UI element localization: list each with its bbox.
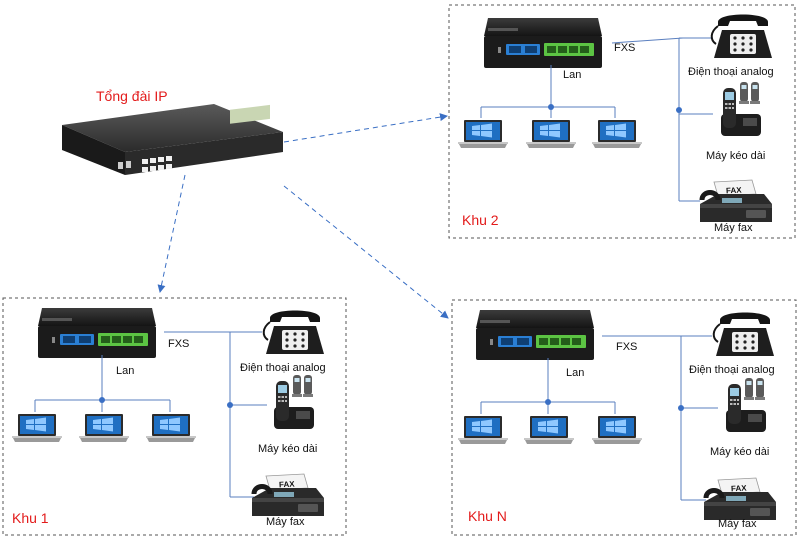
khu-n-laptop-2-icon xyxy=(524,416,574,444)
khu-n-name: Khu N xyxy=(468,508,507,524)
khu-1-fax-machine-icon: FAX xyxy=(252,474,324,516)
khu-n-fxs-label: FXS xyxy=(616,341,638,353)
khu-2-cordless-phone-icon xyxy=(721,82,761,136)
khu-n-analog-phone-icon xyxy=(712,311,775,357)
zone-2-border xyxy=(448,4,796,239)
pbx-title: Tổng đài IP xyxy=(96,88,168,104)
khu-1-fax-machine-label: Máy fax xyxy=(266,516,305,528)
khu-1-analog-phone-icon xyxy=(262,309,325,355)
khu-2-fax-label: FAX xyxy=(726,186,743,196)
khu-n-fax-machine-icon: FAX xyxy=(704,478,776,520)
khu-2-analog-phone-label: Điện thoại analog xyxy=(688,66,774,78)
khu-2-cordless-phone-label: Máy kéo dài xyxy=(706,150,766,162)
khu-1-laptop-2-icon xyxy=(79,414,129,442)
khu-1-fax-label: FAX xyxy=(279,480,296,490)
khu-2-gateway-icon xyxy=(484,18,602,68)
khu-n-analog-phone-label: Điện thoại analog xyxy=(689,364,775,376)
khu-2-laptop-3-icon xyxy=(592,120,642,148)
khu-n-fax-label: FAX xyxy=(731,484,748,494)
khu-1-cordless-phone-label: Máy kéo dài xyxy=(258,443,318,455)
khu-2-fax-machine-label: Máy fax xyxy=(714,222,753,234)
khu-2-laptop-2-icon xyxy=(526,120,576,148)
khu-1-lan-label: Lan xyxy=(116,365,135,377)
khu-2-fxs-label: FXS xyxy=(614,42,636,54)
khu-1-fxs-label: FXS xyxy=(168,338,190,350)
khu-n-laptop-1-icon xyxy=(458,416,508,444)
khu-n-laptop-3-icon xyxy=(592,416,642,444)
khu-1-name: Khu 1 xyxy=(12,510,49,526)
khu-1-cordless-phone-icon xyxy=(274,375,314,429)
khu-2-lan-label: Lan xyxy=(563,69,582,81)
ip-pbx-icon xyxy=(62,104,283,175)
khu-2-fax-machine-icon: FAX xyxy=(700,180,772,222)
khu-2-name: Khu 2 xyxy=(462,212,499,228)
zone-n-border xyxy=(451,299,797,536)
khu-1-laptop-1-icon xyxy=(12,414,62,442)
khu-n-cordless-phone-label: Máy kéo dài xyxy=(710,446,770,458)
link-to-khu-n xyxy=(283,185,449,319)
link-to-khu-1 xyxy=(157,174,186,293)
khu-n-fax-machine-label: Máy fax xyxy=(718,518,757,530)
khu-n-lan-label: Lan xyxy=(566,367,585,379)
khu-2-laptop-1-icon xyxy=(458,120,508,148)
khu-1-gateway-icon xyxy=(38,308,156,358)
khu-2-analog-phone-icon xyxy=(710,13,773,59)
khu-1-laptop-3-icon xyxy=(146,414,196,442)
link-to-khu-2 xyxy=(283,113,448,143)
khu-1-analog-phone-label: Điện thoại analog xyxy=(240,362,326,374)
zone-1-border xyxy=(2,297,347,536)
khu-n-gateway-icon xyxy=(476,310,594,360)
khu-n-cordless-phone-icon xyxy=(726,378,766,432)
